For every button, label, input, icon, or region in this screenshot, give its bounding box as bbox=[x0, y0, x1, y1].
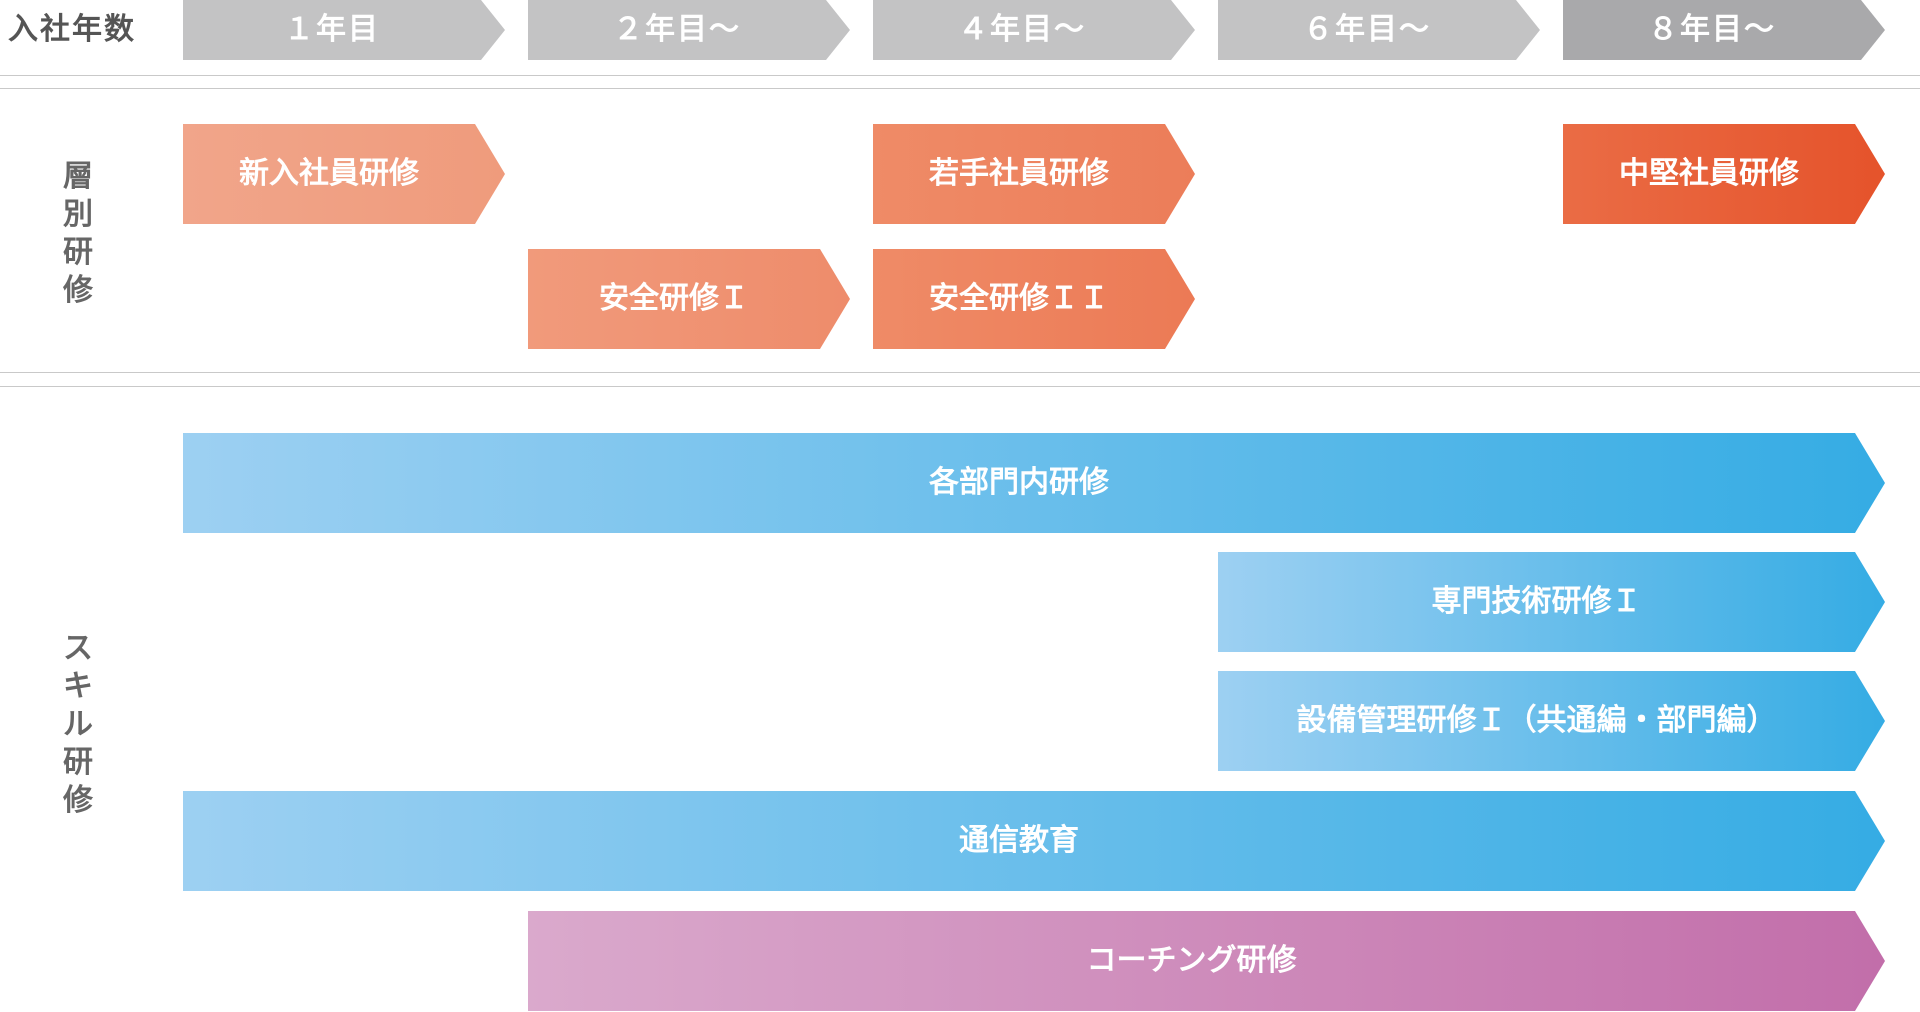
bar-arrow-shape bbox=[1218, 671, 1885, 771]
training-specialist-technical: 専門技術研修Ｉ bbox=[1218, 552, 1885, 652]
bar-arrow-shape bbox=[873, 124, 1195, 224]
year-header-4: ４年目〜 bbox=[873, 0, 1195, 60]
bar-arrow-shape bbox=[1218, 552, 1885, 652]
training-label: 中堅社員研修 bbox=[1619, 156, 1799, 191]
year-arrow-shape bbox=[1218, 0, 1540, 60]
training-new-hire: 新入社員研修 bbox=[183, 124, 505, 224]
training-correspondence: 通信教育 bbox=[183, 791, 1885, 891]
year-label: ８年目〜 bbox=[1648, 12, 1776, 47]
year-label: ４年目〜 bbox=[958, 12, 1086, 47]
year-arrow-shape bbox=[183, 0, 505, 60]
year-header-1: １年目 bbox=[183, 0, 505, 60]
year-header-2: ２年目〜 bbox=[528, 0, 850, 60]
section-label-char: 層 bbox=[63, 159, 93, 194]
training-label: 各部門内研修 bbox=[929, 465, 1109, 500]
section-label-char: キ bbox=[63, 669, 93, 704]
section-label-char: 修 bbox=[63, 783, 93, 818]
year-label: ２年目〜 bbox=[613, 12, 741, 47]
training-label: コーチング研修 bbox=[1086, 943, 1297, 978]
years-of-service-label: 入社年数 bbox=[8, 12, 136, 47]
year-arrow-shape bbox=[873, 0, 1195, 60]
bar-arrow-shape bbox=[528, 249, 850, 349]
year-label: １年目 bbox=[284, 12, 380, 47]
year-arrow-shape bbox=[1563, 0, 1885, 60]
bar-arrow-shape bbox=[1563, 124, 1885, 224]
training-safety-2: 安全研修ＩＩ bbox=[873, 249, 1195, 349]
training-facility-management: 設備管理研修Ｉ（共通編・部門編） bbox=[1218, 671, 1885, 771]
section-label-char: 研 bbox=[63, 235, 93, 270]
year-header-6: ６年目〜 bbox=[1218, 0, 1540, 60]
section-label-char: ス bbox=[63, 631, 93, 666]
section-label-char: 研 bbox=[63, 745, 93, 780]
year-header-8: ８年目〜 bbox=[1563, 0, 1885, 60]
header-divider bbox=[0, 88, 1920, 89]
training-label: 専門技術研修Ｉ bbox=[1431, 584, 1642, 619]
section-label-skill-training: スキル研修 bbox=[55, 630, 101, 820]
section-label-char: ル bbox=[63, 707, 93, 742]
bar-arrow-shape bbox=[183, 124, 505, 224]
bar-arrow-shape bbox=[183, 791, 1885, 891]
training-department: 各部門内研修 bbox=[183, 433, 1885, 533]
training-label: 若手社員研修 bbox=[929, 156, 1109, 191]
bar-arrow-shape bbox=[873, 249, 1195, 349]
training-label: 安全研修Ｉ bbox=[599, 281, 749, 316]
training-safety-1: 安全研修Ｉ bbox=[528, 249, 850, 349]
section-label-layer-training: 層別研修 bbox=[55, 158, 101, 310]
training-mid-career: 中堅社員研修 bbox=[1563, 124, 1885, 224]
section-label-char: 修 bbox=[63, 273, 93, 308]
training-label: 新入社員研修 bbox=[239, 156, 419, 191]
bar-arrow-shape bbox=[183, 433, 1885, 533]
year-arrow-shape bbox=[528, 0, 850, 60]
training-coaching: コーチング研修 bbox=[528, 911, 1885, 1011]
bar-arrow-shape bbox=[528, 911, 1885, 1011]
section-label-char: 別 bbox=[63, 197, 93, 232]
section-divider bbox=[0, 372, 1920, 373]
training-label: 設備管理研修Ｉ（共通編・部門編） bbox=[1296, 703, 1777, 738]
training-label: 通信教育 bbox=[959, 823, 1079, 858]
training-label: 安全研修ＩＩ bbox=[929, 281, 1109, 316]
year-label: ６年目〜 bbox=[1303, 12, 1431, 47]
header-divider bbox=[0, 75, 1920, 76]
section-divider bbox=[0, 386, 1920, 387]
training-young-employee: 若手社員研修 bbox=[873, 124, 1195, 224]
